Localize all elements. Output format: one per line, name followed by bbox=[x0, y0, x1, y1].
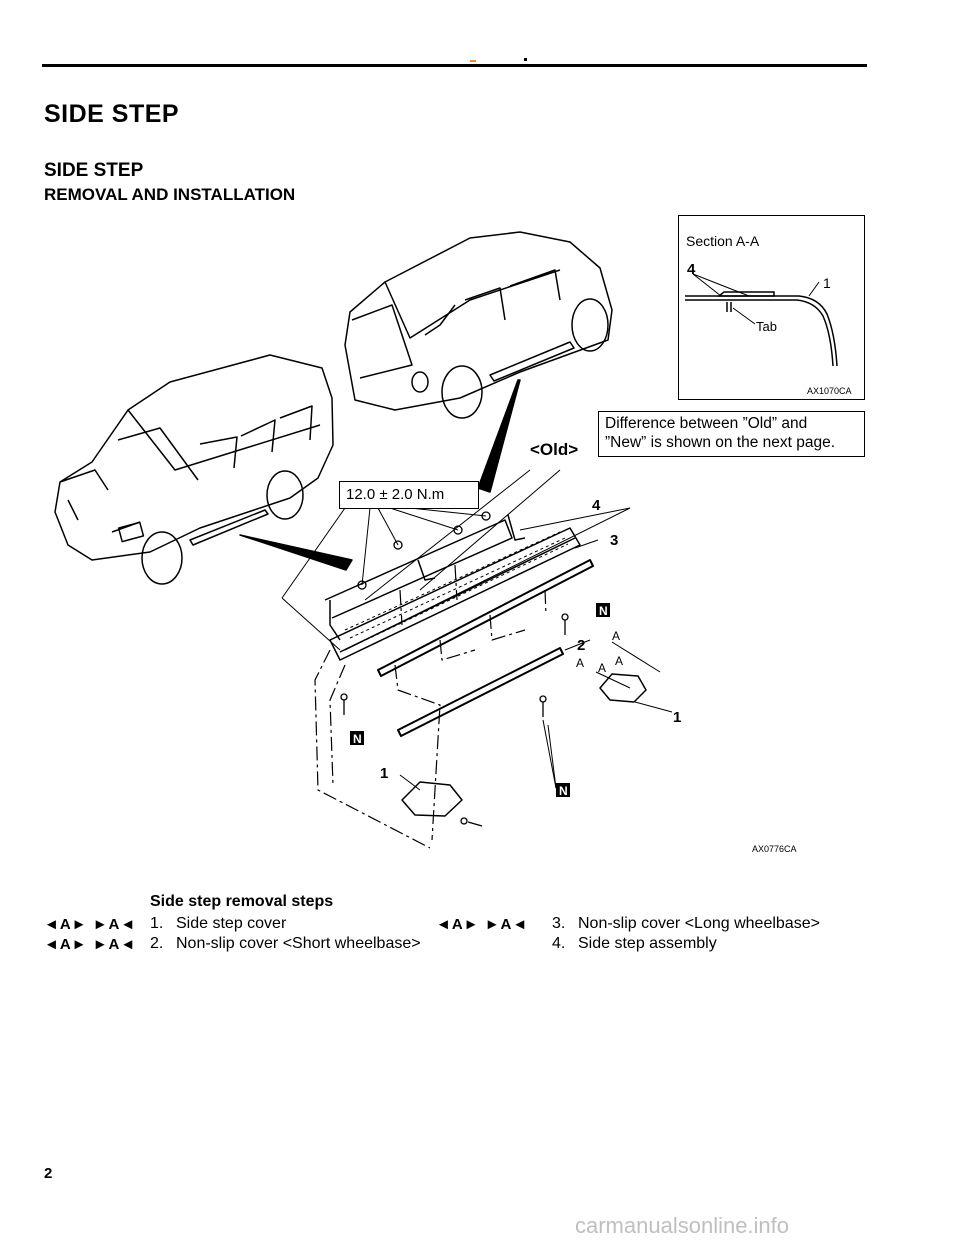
section-code: AX1070CA bbox=[807, 386, 852, 396]
callout-1-left: 1 bbox=[380, 765, 388, 782]
section-view-drawing: 4 1 Tab AX1070CA bbox=[685, 261, 852, 396]
section-callout-4: 4 bbox=[687, 261, 696, 278]
tab-label: Tab bbox=[756, 319, 777, 334]
callout-2: 2 bbox=[577, 637, 585, 654]
section-mark-a: A bbox=[598, 661, 606, 675]
watermark: carmanualsonline.info bbox=[575, 1213, 790, 1238]
section-callout-1: 1 bbox=[823, 275, 831, 291]
service-point-symbol: ◄A► ►A◄ bbox=[44, 916, 137, 933]
vehicle-rear-view bbox=[344, 231, 613, 419]
old-version-label: <Old> bbox=[530, 440, 579, 459]
figure-code: AX0776CA bbox=[752, 844, 797, 854]
section-view-box: Section A-A 4 1 Tab AX1070CA bbox=[678, 215, 865, 400]
svg-text:N: N bbox=[353, 732, 362, 746]
steps-title: Side step removal steps bbox=[150, 893, 334, 910]
replace-badge: N bbox=[596, 603, 610, 618]
vehicle-front-view bbox=[54, 354, 334, 585]
section-heading: SIDE STEP bbox=[44, 160, 144, 181]
svg-text:N: N bbox=[559, 784, 568, 798]
step-text: Non-slip cover <Short wheelbase> bbox=[176, 935, 421, 952]
note-box: Difference between ”Old” and ”New” is sh… bbox=[598, 411, 865, 457]
step-text: Side step cover bbox=[176, 915, 287, 932]
side-step-illustration: 4 3 2 1 1 A A A A N N N AX0776CA bbox=[54, 231, 797, 854]
section-mark-a: A bbox=[576, 656, 584, 670]
step-item: 1. Side step cover bbox=[150, 915, 286, 933]
section-label: Section A-A bbox=[686, 233, 760, 249]
step-number: 2. bbox=[150, 935, 164, 952]
step-item: 3. Non-slip cover <Long wheelbase> bbox=[552, 915, 820, 933]
service-point-symbol: ◄A► ►A◄ bbox=[436, 916, 529, 933]
step-item: 2. Non-slip cover <Short wheelbase> bbox=[150, 935, 421, 953]
replace-badge: N bbox=[350, 731, 364, 746]
note-line: ”New” is shown on the next page. bbox=[605, 434, 836, 451]
step-number: 4. bbox=[552, 935, 566, 952]
section-subheading: REMOVAL AND INSTALLATION bbox=[44, 185, 296, 204]
replace-badge: N bbox=[556, 783, 570, 798]
callout-1-right: 1 bbox=[673, 709, 681, 726]
callout-3: 3 bbox=[610, 532, 618, 549]
header-rule bbox=[42, 64, 867, 67]
svg-text:N: N bbox=[599, 604, 608, 618]
torque-spec: 12.0 ± 2.0 N.m bbox=[339, 481, 479, 509]
note-line: Difference between ”Old” and bbox=[605, 415, 808, 432]
step-text: Non-slip cover <Long wheelbase> bbox=[578, 915, 820, 932]
page-title: SIDE STEP bbox=[44, 100, 180, 128]
header-dot bbox=[524, 58, 527, 61]
callout-4: 4 bbox=[592, 497, 601, 514]
step-text: Side step assembly bbox=[578, 935, 717, 952]
service-point-symbol: ◄A► ►A◄ bbox=[44, 936, 137, 953]
step-number: 1. bbox=[150, 915, 164, 932]
section-mark-a: A bbox=[612, 629, 620, 643]
step-number: 3. bbox=[552, 915, 566, 932]
step-item: 4. Side step assembly bbox=[552, 935, 717, 953]
header-mark bbox=[470, 60, 476, 62]
page-number: 2 bbox=[44, 1165, 53, 1182]
section-mark-a: A bbox=[615, 654, 623, 668]
